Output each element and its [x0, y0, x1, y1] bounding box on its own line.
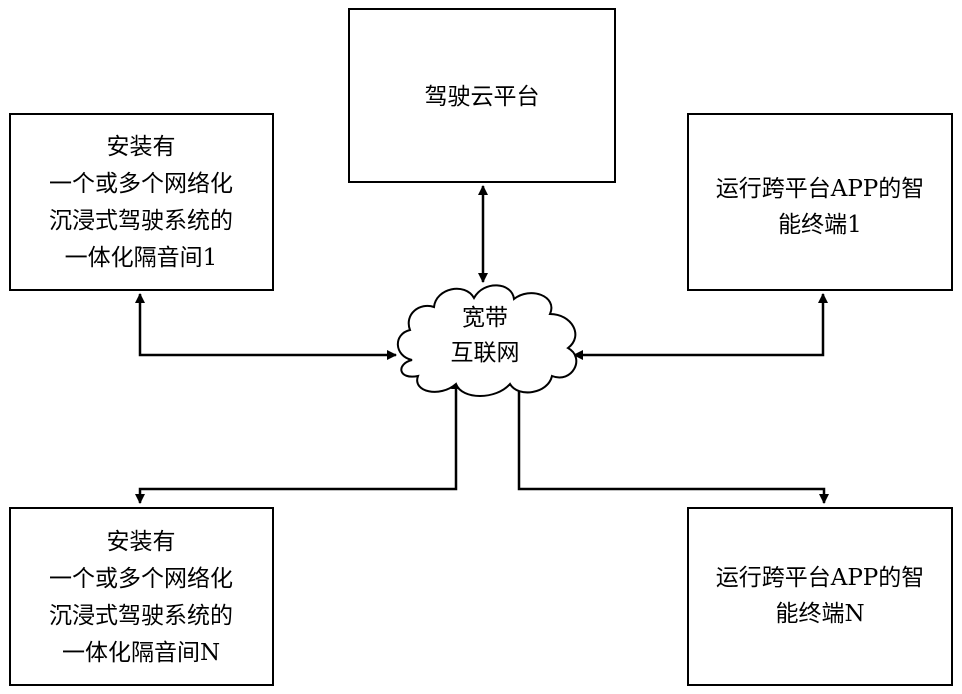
- node-label-line: 宽带: [462, 305, 508, 331]
- node-label-line: 运行跨平台APP的智: [716, 176, 925, 202]
- edge-smart-terminal-n: [519, 380, 824, 503]
- node-soundproof-room-n: 安装有 一个或多个网络化 沉浸式驾驶系统的 一体化隔音间N: [10, 508, 273, 685]
- node-label-line: 驾驶云平台: [425, 84, 540, 110]
- node-label-line: 沉浸式驾驶系统的: [49, 603, 233, 629]
- node-label-line: 互联网: [451, 340, 520, 366]
- node-label-line: 一个或多个网络化: [49, 171, 233, 197]
- node-smart-terminal-1: 运行跨平台APP的智 能终端1: [688, 114, 952, 290]
- node-box: [688, 114, 952, 290]
- node-label-line: 能终端1: [778, 212, 862, 238]
- node-box: [688, 508, 952, 685]
- edge-soundproof-room-n: [140, 380, 456, 503]
- node-label-line: 一体化隔音间1: [65, 245, 218, 271]
- node-smart-terminal-n: 运行跨平台APP的智 能终端N: [688, 508, 952, 685]
- node-label-line: 安装有: [107, 529, 176, 555]
- node-cloud-platform: 驾驶云平台: [349, 9, 615, 182]
- node-label-line: 安装有: [107, 134, 176, 160]
- node-label-line: 运行跨平台APP的智: [716, 565, 925, 591]
- edge-soundproof-room-1: [140, 294, 396, 355]
- node-soundproof-room-1: 安装有 一个或多个网络化 沉浸式驾驶系统的 一体化隔音间1: [10, 114, 273, 290]
- node-label-line: 一体化隔音间N: [62, 640, 220, 666]
- node-label-line: 能终端N: [775, 601, 864, 627]
- node-label-line: 沉浸式驾驶系统的: [49, 208, 233, 234]
- edge-smart-terminal-1: [574, 294, 823, 355]
- node-broadband-internet: 宽带 互联网: [398, 285, 576, 396]
- node-label-line: 一个或多个网络化: [49, 566, 233, 592]
